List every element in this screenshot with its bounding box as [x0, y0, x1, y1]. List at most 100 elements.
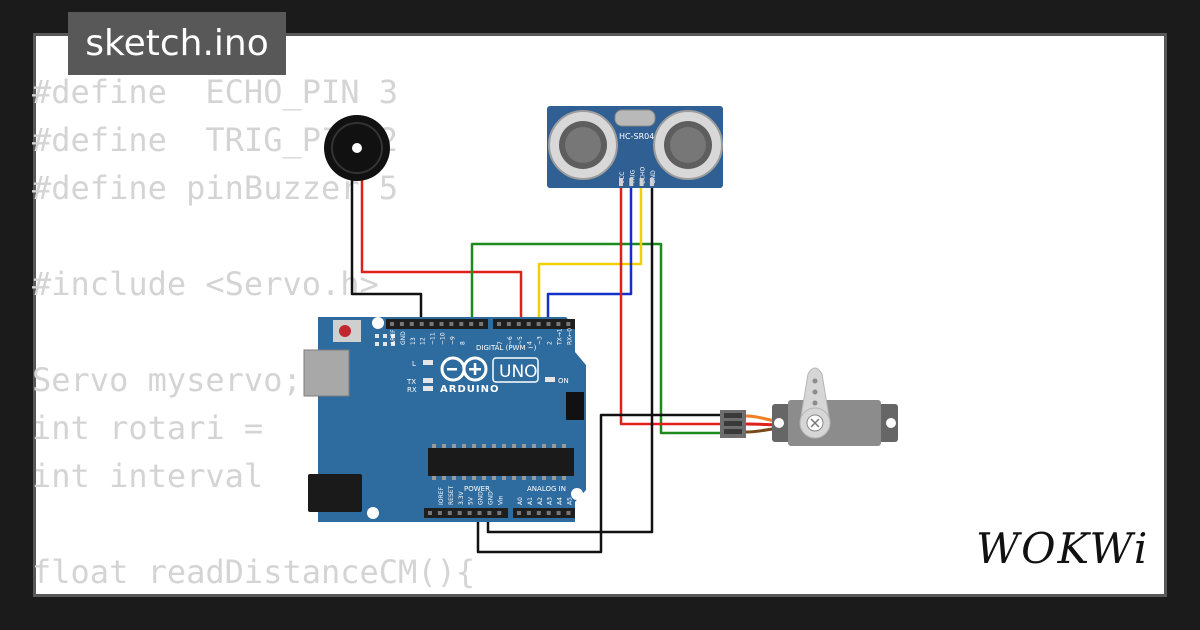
analog-pin-label: A4 [557, 497, 564, 505]
header-hole[interactable] [390, 322, 394, 326]
code-line: float readDistanceCM(){ [32, 553, 476, 591]
header-hole[interactable] [526, 511, 531, 515]
wire-buzzer-signal[interactable] [360, 176, 523, 322]
sensor-pin-label: VCC [619, 172, 626, 184]
header-hole[interactable] [437, 511, 442, 515]
chip-pin [502, 444, 506, 448]
header-hole[interactable] [566, 322, 571, 326]
header-hole[interactable] [459, 322, 464, 326]
reset-button[interactable] [333, 320, 361, 342]
servo-motor[interactable] [720, 367, 898, 446]
chip-pin [542, 476, 546, 480]
arduino-model-label: UNO [499, 362, 538, 382]
header-hole[interactable] [497, 511, 502, 515]
digital-pin-label: AREF [390, 329, 397, 345]
header-hole[interactable] [546, 511, 551, 515]
header-hole[interactable] [479, 322, 484, 326]
header-hole[interactable] [566, 511, 571, 515]
wire-sensor-vcc[interactable] [619, 186, 728, 426]
header-hole[interactable] [439, 322, 444, 326]
header-hole[interactable] [429, 322, 434, 326]
chip-pin [512, 476, 516, 480]
code-line: Servo myservo; [32, 361, 302, 399]
chip-pin [452, 444, 456, 448]
header-hole[interactable] [447, 511, 452, 515]
header-hole[interactable] [516, 322, 521, 326]
power-pin-label: GND [488, 491, 495, 505]
header-hole[interactable] [517, 511, 521, 515]
chip-pin [432, 476, 436, 480]
header-hole[interactable] [526, 322, 531, 326]
sensor-pin[interactable] [629, 178, 634, 186]
power-pin-label: GND [478, 491, 485, 505]
header-hole[interactable] [467, 511, 472, 515]
digital-pin-label: 13 [410, 337, 417, 345]
sensor-pin-label: TRIG [629, 169, 636, 185]
header-hole[interactable] [536, 511, 541, 515]
svg-text:TX: TX [406, 378, 416, 386]
header-hole[interactable] [428, 511, 432, 515]
chip-pin [562, 444, 566, 448]
digital-pin-label: 8 [459, 341, 466, 345]
digital-pin-label: ~10 [440, 332, 447, 345]
chip-pin [502, 476, 506, 480]
power-header-label: POWER [464, 485, 490, 493]
digital-pin-label: ~6 [507, 336, 514, 345]
arduino-brand-label: ARDUINO [440, 384, 499, 395]
usb-port [303, 349, 350, 397]
wire-trig[interactable] [537, 186, 643, 322]
wire-servo-signal[interactable] [470, 242, 728, 435]
header-hole[interactable] [477, 511, 482, 515]
header-hole[interactable] [419, 322, 424, 326]
digital-header-right [493, 319, 575, 329]
file-tab[interactable]: sketch.ino [68, 12, 286, 75]
chip-pin [452, 476, 456, 480]
chip-pin [482, 444, 486, 448]
led-l: L [412, 360, 433, 368]
header-hole[interactable] [469, 322, 474, 326]
chip-pin [532, 444, 536, 448]
header-hole[interactable] [536, 322, 541, 326]
sensor-pin[interactable] [619, 178, 623, 186]
wires [350, 176, 728, 554]
analog-header-label: ANALOG IN [527, 485, 566, 493]
header-hole[interactable] [497, 322, 501, 326]
chip-pin [552, 444, 556, 448]
sensor-pin[interactable] [639, 178, 644, 186]
code-line: int interval [32, 457, 264, 495]
header-hole[interactable] [506, 322, 511, 326]
header-hole[interactable] [546, 322, 551, 326]
sensor-pin-label: ECHO [640, 167, 647, 184]
icsp-header-right [566, 392, 584, 420]
chip-pin [542, 444, 546, 448]
header-hole[interactable] [487, 511, 492, 515]
wire-buzzer-gnd[interactable] [350, 176, 423, 322]
header-hole[interactable] [409, 322, 414, 326]
buzzer[interactable] [324, 115, 390, 181]
header-hole[interactable] [556, 511, 561, 515]
wire-servo-gnd[interactable] [476, 413, 728, 554]
servo-connector[interactable] [720, 410, 746, 438]
chip-pin [532, 476, 536, 480]
led-on: ON [545, 377, 569, 385]
header-hole[interactable] [399, 322, 404, 326]
chip-pin [552, 476, 556, 480]
header-hole[interactable] [457, 511, 462, 515]
sensor-pin[interactable] [649, 178, 654, 186]
chip-pin [522, 476, 526, 480]
power-jack [308, 474, 362, 512]
code-background: #define ECHO_PIN 3#define TRIG_PIN 2#def… [32, 68, 475, 596]
servo-horn[interactable] [799, 367, 831, 439]
digital-header-left [386, 319, 488, 329]
power-header [424, 508, 508, 518]
wire-echo[interactable] [546, 186, 633, 322]
svg-text:L: L [412, 360, 416, 368]
header-hole[interactable] [556, 322, 561, 326]
header-hole[interactable] [449, 322, 454, 326]
digital-header-label: DIGITAL (PWM ~) [476, 344, 537, 352]
